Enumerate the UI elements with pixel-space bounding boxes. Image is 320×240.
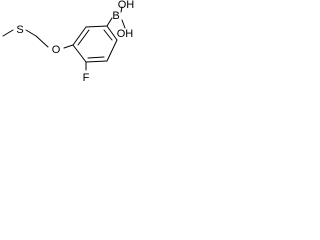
bond-methyl-s xyxy=(2,29,14,37)
ring-bond-c4-c5 xyxy=(106,39,118,62)
ring-bond-c1-c2 xyxy=(72,26,87,46)
bond-ch2-o xyxy=(35,35,49,48)
ring-bond-c6-c1 xyxy=(72,44,87,63)
bond-b-oh-top xyxy=(120,6,123,13)
ring-double-bond-inner-3 xyxy=(87,56,105,59)
ring-bond-c3-c4 xyxy=(106,25,118,41)
ring-double-bond-inner-2 xyxy=(103,29,113,41)
oxygen-atom-label: O xyxy=(52,44,61,56)
bond-lines xyxy=(2,6,126,71)
sulfur-atom-label: S xyxy=(16,24,23,36)
chemical-structure: S O F B OH OH xyxy=(2,0,135,84)
ring-double-bond-inner-1 xyxy=(77,29,90,46)
fluorine-atom-label: F xyxy=(83,72,90,84)
hydroxyl-right-label: OH xyxy=(117,28,134,40)
hydroxyl-top-label: OH xyxy=(118,0,135,11)
bond-o-ring xyxy=(63,44,74,49)
ring-bond-c5-c6 xyxy=(85,60,108,63)
ring-bond-c2-c3 xyxy=(85,25,108,28)
bond-ring-b xyxy=(106,17,113,27)
boron-atom-label: B xyxy=(112,10,119,22)
bond-s-ch2 xyxy=(25,29,37,37)
bond-b-oh-right xyxy=(121,19,126,29)
